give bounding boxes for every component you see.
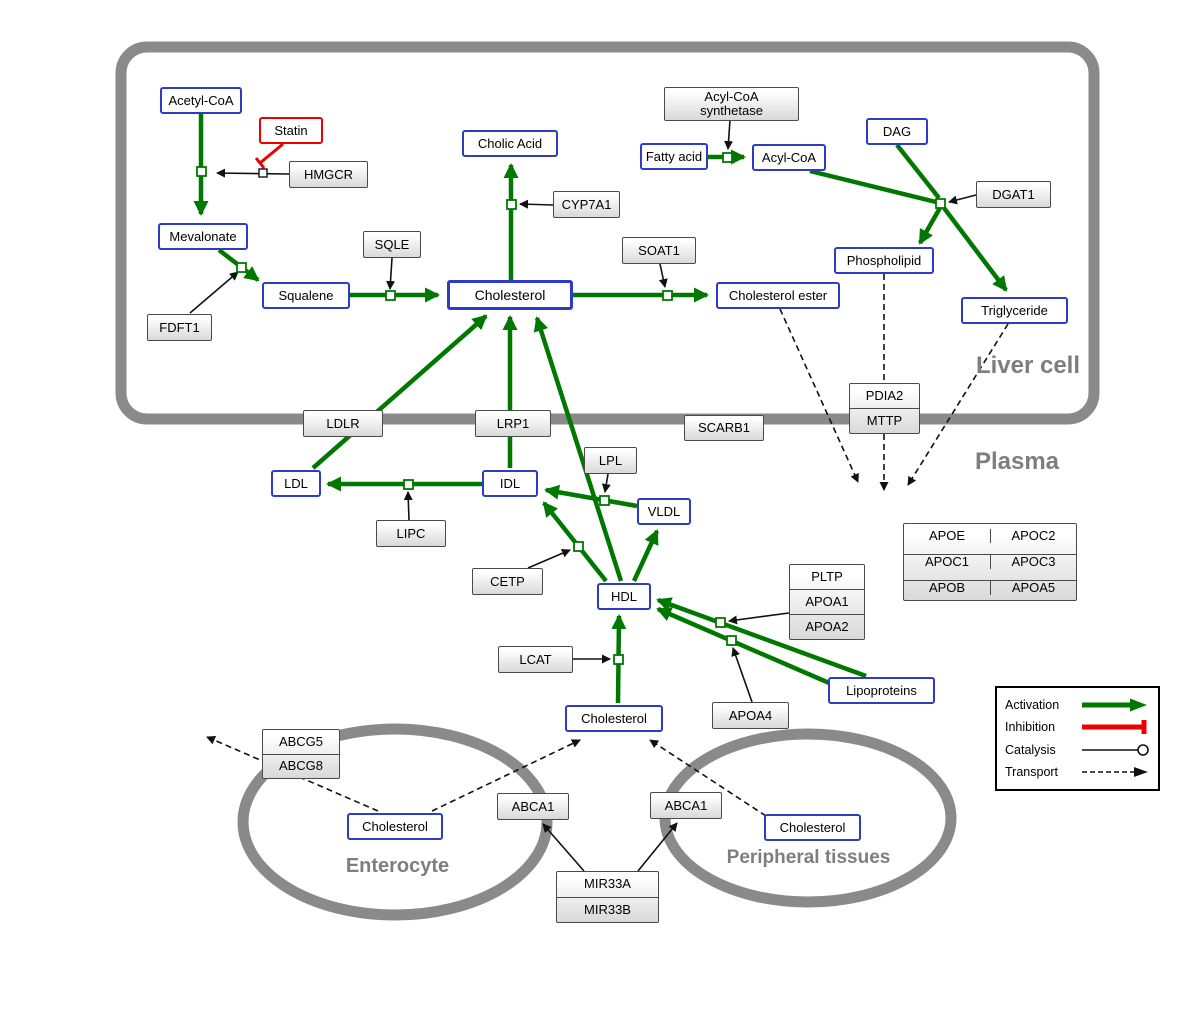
node-ldlr[interactable]: LDLR <box>303 410 383 437</box>
liver-cell-outline <box>115 41 1100 425</box>
node-apoa2[interactable]: APOA2 <box>790 614 864 639</box>
node-lpl[interactable]: LPL <box>584 447 637 474</box>
node-abcg5[interactable]: ABCG5 <box>278 733 324 749</box>
node-hdl[interactable]: HDL <box>597 583 651 610</box>
reaction-nodes <box>196 152 946 665</box>
node-acyl-coa-synthetase[interactable]: Acyl-CoA synthetase <box>664 87 799 121</box>
node-pdia2[interactable]: PDIA2 <box>865 388 904 404</box>
compartment-shapes <box>115 41 1100 921</box>
node-cetp[interactable]: CETP <box>472 568 543 595</box>
node-apolipoprotein-table[interactable]: APOE APOC2 APOC1 APOC3 APOB APOA5 <box>903 523 1077 601</box>
node-apob[interactable]: APOB <box>904 579 990 595</box>
node-cholic-acid[interactable]: Cholic Acid <box>462 130 558 157</box>
node-lipc[interactable]: LIPC <box>376 520 446 547</box>
node-mir33a[interactable]: MIR33A <box>584 876 631 892</box>
node-mir33b[interactable]: MIR33B <box>557 896 658 923</box>
node-triglyceride[interactable]: Triglyceride <box>961 297 1068 324</box>
node-apoe[interactable]: APOE <box>928 528 966 544</box>
activation-edges <box>193 114 1008 704</box>
node-mevalonate[interactable]: Mevalonate <box>158 223 248 250</box>
node-apoa4[interactable]: APOA4 <box>712 702 789 729</box>
node-sqle[interactable]: SQLE <box>363 231 421 258</box>
node-cholesterol-plasma[interactable]: Cholesterol <box>565 705 663 732</box>
node-abca1-enterocyte[interactable]: ABCA1 <box>497 793 569 820</box>
inhibition-tbar-icon <box>1082 720 1147 735</box>
node-lrp1[interactable]: LRP1 <box>475 410 551 437</box>
inhibition-edge <box>254 142 284 169</box>
activation-arrow-icon <box>1082 698 1147 712</box>
node-idl[interactable]: IDL <box>482 470 538 497</box>
legend: Activation Inhibition Catalysis Transpor… <box>995 686 1160 791</box>
node-cyp7a1[interactable]: CYP7A1 <box>553 191 620 218</box>
node-apoa5[interactable]: APOA5 <box>990 579 1076 595</box>
node-pltp[interactable]: PLTP <box>811 569 843 585</box>
node-apoc2[interactable]: APOC2 <box>990 529 1076 544</box>
node-dag[interactable]: DAG <box>866 118 928 145</box>
node-vldl[interactable]: VLDL <box>637 498 691 525</box>
legend-catalysis-label: Catalysis <box>1005 742 1056 757</box>
node-fdft1[interactable]: FDFT1 <box>147 314 212 341</box>
enterocyte-label: Enterocyte <box>345 855 450 877</box>
legend-row-inhibition: Inhibition <box>1005 719 1150 735</box>
node-apoa1[interactable]: APOA1 <box>790 589 864 614</box>
node-dgat1[interactable]: DGAT1 <box>976 181 1051 208</box>
catalysis-circle-icon <box>1082 743 1149 756</box>
node-soat1[interactable]: SOAT1 <box>622 237 696 264</box>
node-apoc1[interactable]: APOC1 <box>904 554 990 569</box>
node-cholesterol-peripheral[interactable]: Cholesterol <box>764 814 861 841</box>
node-abcg5-abcg8-complex[interactable]: ABCG5 ABCG8 <box>262 729 340 779</box>
node-lipoproteins[interactable]: Lipoproteins <box>828 677 935 704</box>
node-lcat[interactable]: LCAT <box>498 646 573 673</box>
node-acyl-coa[interactable]: Acyl-CoA <box>752 144 826 171</box>
node-mttp[interactable]: MTTP <box>850 408 919 433</box>
legend-inhibition-label: Inhibition <box>1005 720 1056 735</box>
node-acyl-coa-synthetase-line2: synthetase <box>700 103 763 118</box>
node-abcg8[interactable]: ABCG8 <box>263 753 339 779</box>
enterocyte-outline <box>237 723 553 921</box>
node-fatty-acid[interactable]: Fatty acid <box>640 143 708 170</box>
node-mir33-complex[interactable]: MIR33A MIR33B <box>556 871 659 923</box>
node-acyl-coa-synthetase-line1: Acyl-CoA <box>704 89 759 105</box>
node-squalene[interactable]: Squalene <box>262 282 350 309</box>
node-ldl[interactable]: LDL <box>271 470 321 497</box>
node-acetyl-coa[interactable]: Acetyl-CoA <box>160 87 242 114</box>
node-cholesterol-enterocyte[interactable]: Cholesterol <box>347 813 443 840</box>
peripheral-tissues-label: Peripheral tissues <box>726 847 891 868</box>
legend-row-catalysis: Catalysis <box>1005 742 1150 758</box>
legend-transport-label: Transport <box>1005 764 1059 779</box>
legend-activation-label: Activation <box>1005 698 1060 713</box>
node-abca1-peripheral[interactable]: ABCA1 <box>650 792 722 819</box>
node-statin[interactable]: Statin <box>259 117 323 144</box>
catalysis-edges <box>189 119 977 872</box>
node-cholesterol-ester[interactable]: Cholesterol ester <box>716 282 840 309</box>
node-scarb1[interactable]: SCARB1 <box>684 415 764 441</box>
node-hmgcr[interactable]: HMGCR <box>289 161 368 188</box>
liver-cell-label: Liver cell <box>975 352 1080 379</box>
plasma-label: Plasma <box>974 448 1060 475</box>
node-pdia2-mttp-complex[interactable]: PDIA2 MTTP <box>849 383 920 434</box>
transport-dashed-arrow-icon <box>1082 766 1148 777</box>
legend-row-activation: Activation <box>1005 697 1150 713</box>
legend-row-transport: Transport <box>1005 764 1150 780</box>
node-phospholipid[interactable]: Phospholipid <box>834 247 934 274</box>
node-apoc3[interactable]: APOC3 <box>990 554 1076 569</box>
node-cholesterol-liver[interactable]: Cholesterol <box>447 280 573 310</box>
node-pltp-apoa1-apoa2-complex[interactable]: PLTP APOA1 APOA2 <box>789 564 865 640</box>
